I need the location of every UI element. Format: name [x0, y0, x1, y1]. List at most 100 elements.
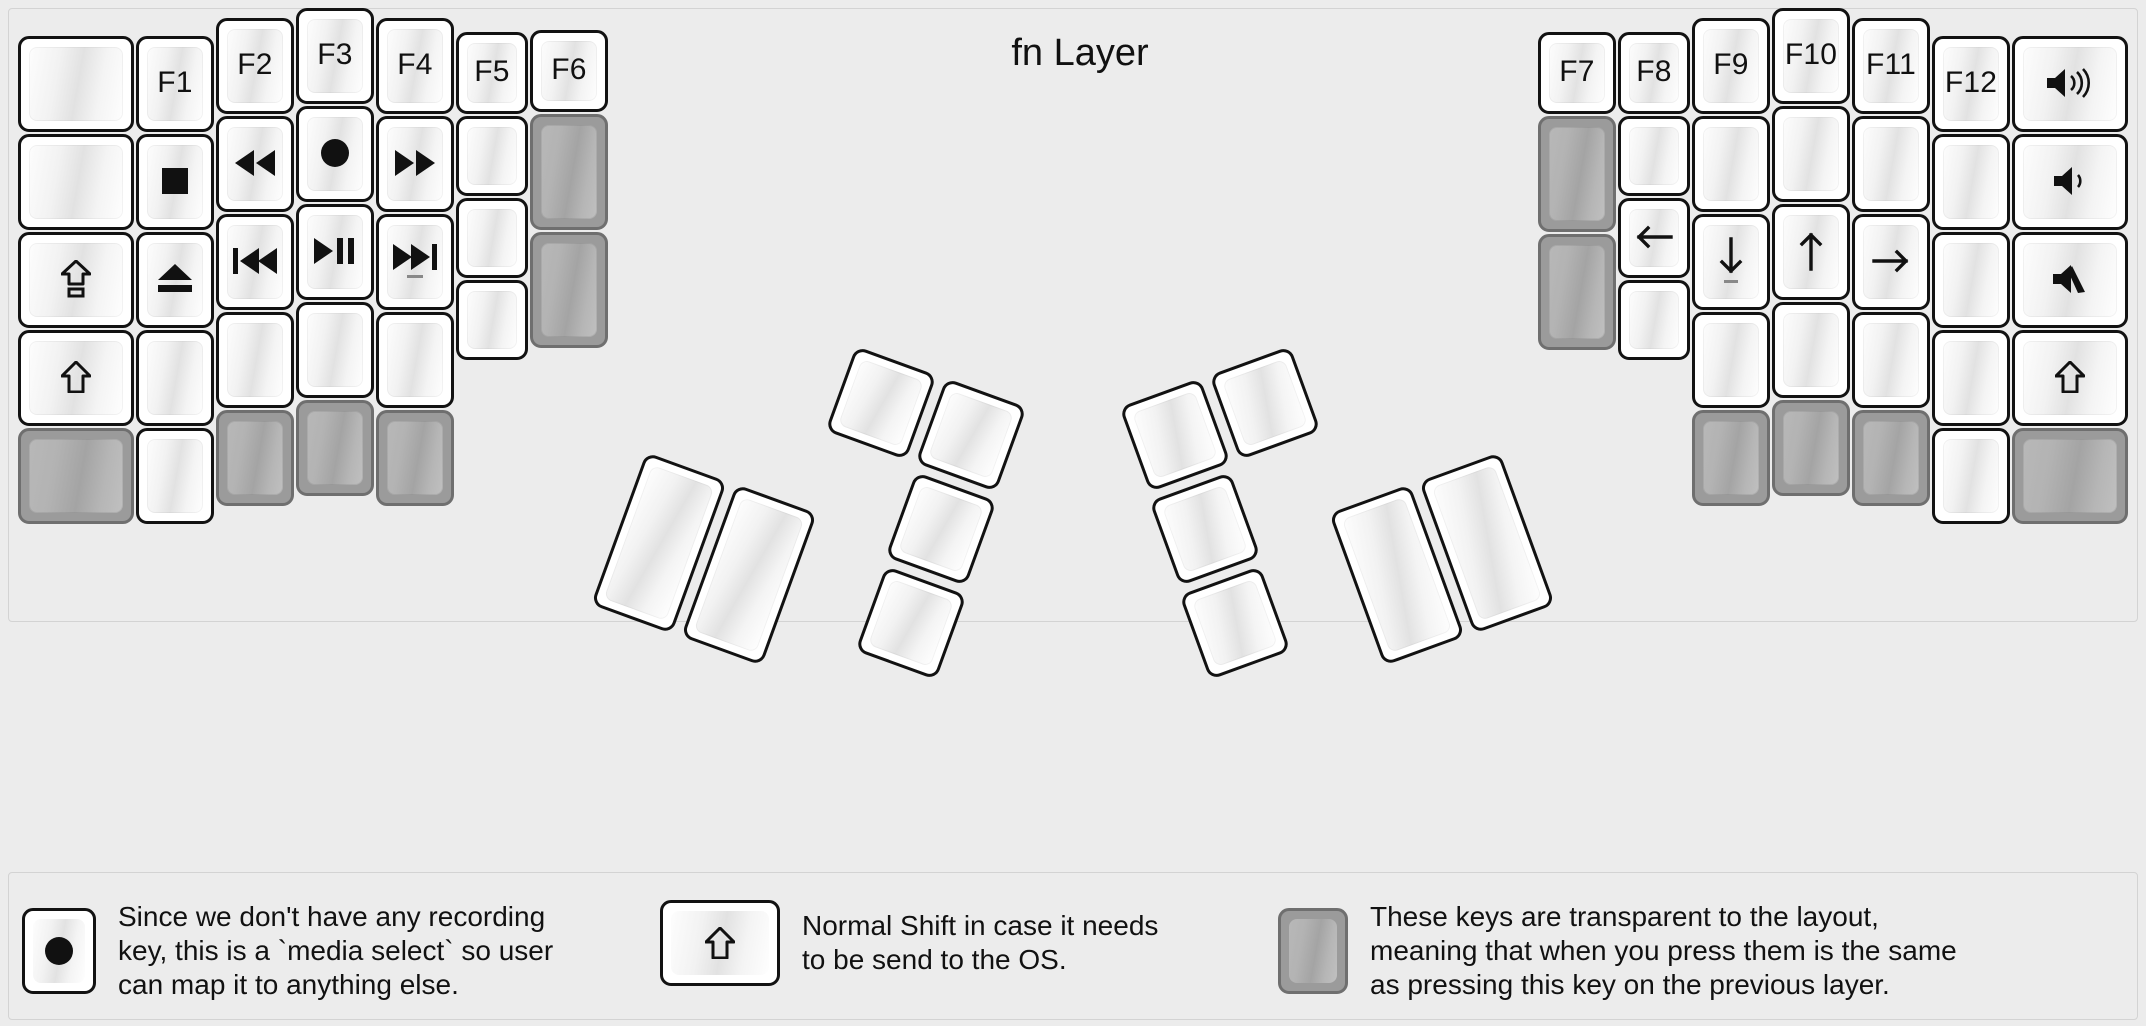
keycap-surface [1863, 127, 1919, 201]
key-label [1775, 402, 1847, 494]
left-col-f2-r4[interactable] [216, 312, 294, 408]
keycap-surface [671, 911, 769, 975]
volume-up-icon [2015, 38, 2125, 130]
legend-description-3: These keys are transparent to the layout… [1370, 901, 1957, 1001]
right-col-outer-r1[interactable] [2012, 36, 2128, 132]
key-label [1695, 314, 1767, 406]
right-col-f8-r1[interactable]: F8 [1618, 32, 1690, 114]
left-col-f4-r3[interactable] [376, 214, 454, 310]
right-col-f12-r2[interactable] [1932, 134, 2010, 230]
key-label [1855, 412, 1927, 504]
right-col-f12-r1[interactable]: F12 [1932, 36, 2010, 132]
right-col-f10-r2[interactable] [1772, 106, 1850, 202]
keycap-surface [467, 127, 517, 185]
left-col-f6-r1[interactable]: F6 [530, 30, 608, 112]
right-col-f9-r4[interactable] [1692, 312, 1770, 408]
left-col-f6-r3[interactable] [530, 232, 608, 348]
right-col-f10-r5[interactable] [1772, 400, 1850, 496]
left-col-f1-r5[interactable] [136, 428, 214, 524]
left-col-outer-r5[interactable] [18, 428, 134, 524]
key-label [1935, 430, 2007, 522]
right-col-f8-r3[interactable] [1618, 198, 1690, 278]
left-col-f1-r3[interactable] [136, 232, 214, 328]
right-col-f9-r2[interactable] [1692, 116, 1770, 212]
right-col-f9-r1[interactable]: F9 [1692, 18, 1770, 114]
left-col-outer-r2[interactable] [18, 134, 134, 230]
legend-description-1: Since we don't have any recording key, t… [118, 901, 554, 1001]
left-col-f4-r5[interactable] [376, 410, 454, 506]
right-col-f12-r4[interactable] [1932, 330, 2010, 426]
left-col-f1-r4[interactable] [136, 330, 214, 426]
keycap-surface [1943, 243, 1999, 317]
left-col-f3-r2[interactable] [296, 106, 374, 202]
right-col-f10-r4[interactable] [1772, 302, 1850, 398]
right-col-f9-r5[interactable] [1692, 410, 1770, 506]
right-col-f11-r2[interactable] [1852, 116, 1930, 212]
keycap-surface [307, 411, 363, 485]
right-col-f11-r3[interactable] [1852, 214, 1930, 310]
right-col-f8-r4[interactable] [1618, 280, 1690, 360]
left-col-f5-r3[interactable] [456, 198, 528, 278]
legend-sample-key-3 [1278, 908, 1348, 995]
right-col-f7-r2[interactable] [1538, 116, 1616, 232]
key-label [219, 412, 291, 504]
arrow-down-icon [1695, 216, 1767, 308]
keycap-surface [467, 209, 517, 267]
left-col-f4-r1[interactable]: F4 [376, 18, 454, 114]
key-label: F11 [1865, 48, 1917, 81]
left-col-f2-r5[interactable] [216, 410, 294, 506]
right-col-f9-r3[interactable] [1692, 214, 1770, 310]
left-col-f3-r1[interactable]: F3 [296, 8, 374, 104]
keycap-surface [147, 341, 203, 415]
right-col-outer-r4[interactable] [2012, 330, 2128, 426]
left-col-f6-r2[interactable] [530, 114, 608, 230]
right-col-f7-r1[interactable]: F7 [1538, 32, 1616, 114]
left-col-outer-r3[interactable] [18, 232, 134, 328]
keycap-surface [147, 47, 203, 121]
left-col-f5-r1[interactable]: F5 [456, 32, 528, 114]
left-col-f2-r1[interactable]: F2 [216, 18, 294, 114]
left-col-f5-r2[interactable] [456, 116, 528, 196]
right-col-f11-r5[interactable] [1852, 410, 1930, 506]
arrow-left-icon [1621, 200, 1687, 276]
left-col-f4-r4[interactable] [376, 312, 454, 408]
keycap-surface [1943, 341, 1999, 415]
left-col-outer-r1[interactable] [18, 36, 134, 132]
keycap-surface [29, 243, 123, 317]
right-col-outer-r5[interactable] [2012, 428, 2128, 524]
keycap-surface [1863, 29, 1919, 103]
left-col-f3-r5[interactable] [296, 400, 374, 496]
left-col-outer-r4[interactable] [18, 330, 134, 426]
right-col-outer-r3[interactable] [2012, 232, 2128, 328]
keycap-surface [541, 243, 597, 337]
left-col-f3-r4[interactable] [296, 302, 374, 398]
keycap-surface [541, 41, 597, 101]
key-label [533, 234, 605, 346]
left-col-f2-r2[interactable] [216, 116, 294, 212]
legend-item-2: Normal Shift in case it needs to be send… [660, 900, 1158, 986]
key-label: F1 [157, 66, 193, 99]
left-col-f5-r4[interactable] [456, 280, 528, 360]
left-col-f2-r3[interactable] [216, 214, 294, 310]
right-col-f10-r1[interactable]: F10 [1772, 8, 1850, 104]
key-label [379, 412, 451, 504]
right-col-outer-r2[interactable] [2012, 134, 2128, 230]
keycap-surface [387, 29, 443, 103]
right-col-f8-r2[interactable] [1618, 116, 1690, 196]
keycap-surface [1863, 421, 1919, 495]
right-col-f7-r3[interactable] [1538, 234, 1616, 350]
left-col-f1-r2[interactable] [136, 134, 214, 230]
left-col-f3-r3[interactable] [296, 204, 374, 300]
right-col-f10-r3[interactable] [1772, 204, 1850, 300]
right-col-f12-r3[interactable] [1932, 232, 2010, 328]
shift-icon [705, 927, 735, 959]
right-col-f12-r5[interactable] [1932, 428, 2010, 524]
keycap-surface [1549, 127, 1605, 221]
right-col-f11-r4[interactable] [1852, 312, 1930, 408]
left-col-f4-r2[interactable] [376, 116, 454, 212]
key-label [459, 200, 525, 276]
left-col-f1-r1[interactable]: F1 [136, 36, 214, 132]
keycap-surface [1703, 323, 1759, 397]
keycap-surface [1629, 291, 1679, 349]
right-col-f11-r1[interactable]: F11 [1852, 18, 1930, 114]
